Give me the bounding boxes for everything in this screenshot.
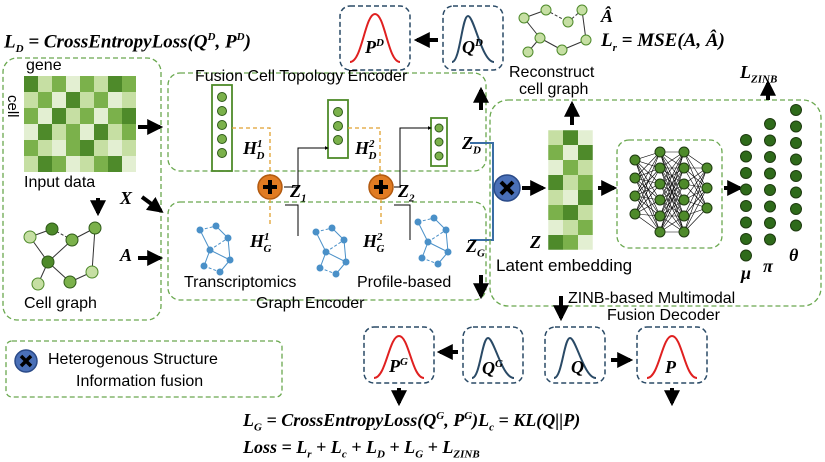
zd-layer: [430, 117, 448, 167]
hd2-layer: [327, 99, 349, 159]
lg-lc-formula: LG = CrossEntropyLoss(QG, PG)Lc = KL(Q||…: [243, 410, 581, 434]
zinb-decoder-box: [489, 99, 822, 307]
neural-network-icon: [629, 146, 713, 238]
plus-circle-icon: [368, 174, 394, 200]
cell-graph-figure: [23, 221, 102, 291]
q-box: [544, 326, 606, 384]
profile-based-label: Profile-based: [357, 274, 452, 291]
distribution-curve-icon: [349, 12, 401, 63]
reconstructed-graph: [518, 4, 592, 58]
lr-formula: Lr = MSE(A, Â): [601, 30, 725, 54]
cell-label: cell: [4, 95, 21, 118]
nn-box: [616, 139, 723, 249]
loss-formula: Loss = Lr + Lc + LD + LG + LZINB: [243, 437, 480, 461]
hd1-layer: [211, 84, 233, 172]
hg1-label: H1G: [250, 231, 272, 255]
distribution-curve-icon: [451, 14, 495, 63]
a-label: A: [120, 245, 133, 265]
legend-text-2: Information fusion: [76, 373, 204, 390]
ld-formula: LD = CrossEntropyLoss(QD, PD): [4, 31, 251, 56]
qg-label: QG: [482, 358, 503, 378]
z2-label: Z2: [398, 181, 415, 205]
graph-encoder-title: Graph Encoder: [256, 295, 365, 312]
distribution-curve-icon: [373, 334, 425, 379]
gene-label: gene: [26, 57, 62, 74]
zinb-decoder-title-1: ZINB-based Multimodal: [568, 290, 736, 307]
pd-label: PD: [365, 37, 384, 57]
distribution-curve-icon: [553, 336, 597, 379]
cell-graph-label: Cell graph: [24, 295, 97, 312]
input-data-label: Input data: [24, 174, 96, 191]
qg-box: [462, 326, 524, 384]
qd-label: QD: [462, 37, 483, 57]
latent-embedding-label: Latent embedding: [496, 256, 633, 275]
pi-label: π: [763, 256, 773, 276]
z-latent-label: Z: [530, 232, 541, 252]
zg-label: ZG: [466, 236, 485, 260]
reconstruct-label-1: Reconstruct: [509, 64, 595, 81]
reconstruct-label-2: cell graph: [519, 81, 589, 98]
pg-box: [363, 326, 435, 384]
cross-circle-icon: [14, 349, 38, 373]
pd-box: [339, 5, 411, 71]
theta-label: θ: [789, 245, 799, 265]
zd-label: ZD: [462, 133, 481, 157]
q-label: Q: [571, 357, 584, 377]
hd2-label: H2D: [355, 138, 377, 162]
lzinb-label: LZINB: [740, 62, 778, 86]
input-group-box: [2, 57, 162, 321]
hd1-label: H1D: [243, 138, 265, 162]
distribution-curve-icon: [471, 336, 515, 379]
mu-label: μ: [741, 263, 752, 283]
input-data-matrix: [24, 76, 136, 172]
transcriptomics-label: Transcriptomics: [184, 274, 297, 291]
graph-encoder-box: [167, 201, 487, 301]
cross-circle-icon: [493, 174, 521, 202]
graph-hg2: [312, 224, 350, 278]
p-box: [636, 326, 708, 384]
legend-box: [5, 340, 283, 398]
pg-label: PG: [389, 356, 408, 376]
fusion-encoder-title: Fusion Cell Topology Encoder: [195, 68, 408, 85]
graph-zg: [414, 214, 452, 268]
graph-hg1: [196, 222, 234, 276]
x-label: X: [120, 188, 133, 208]
arrow-x-to-graph: [140, 195, 164, 213]
p-label: P: [665, 357, 676, 377]
hg2-label: H2G: [363, 231, 385, 255]
distribution-curve-icon: [646, 334, 698, 379]
qd-box: [442, 5, 504, 71]
zinb-decoder-title-2: Fusion Decoder: [607, 307, 720, 324]
fusion-encoder-box: [167, 72, 487, 172]
plus-circle-icon: [257, 174, 283, 200]
legend-text-1: Heterogenous Structure: [48, 351, 218, 368]
a-hat-label: Â: [601, 6, 614, 26]
z1-label: Z1: [290, 181, 307, 205]
latent-embedding-matrix: [547, 129, 594, 251]
zinb-output-columns: [740, 104, 802, 262]
